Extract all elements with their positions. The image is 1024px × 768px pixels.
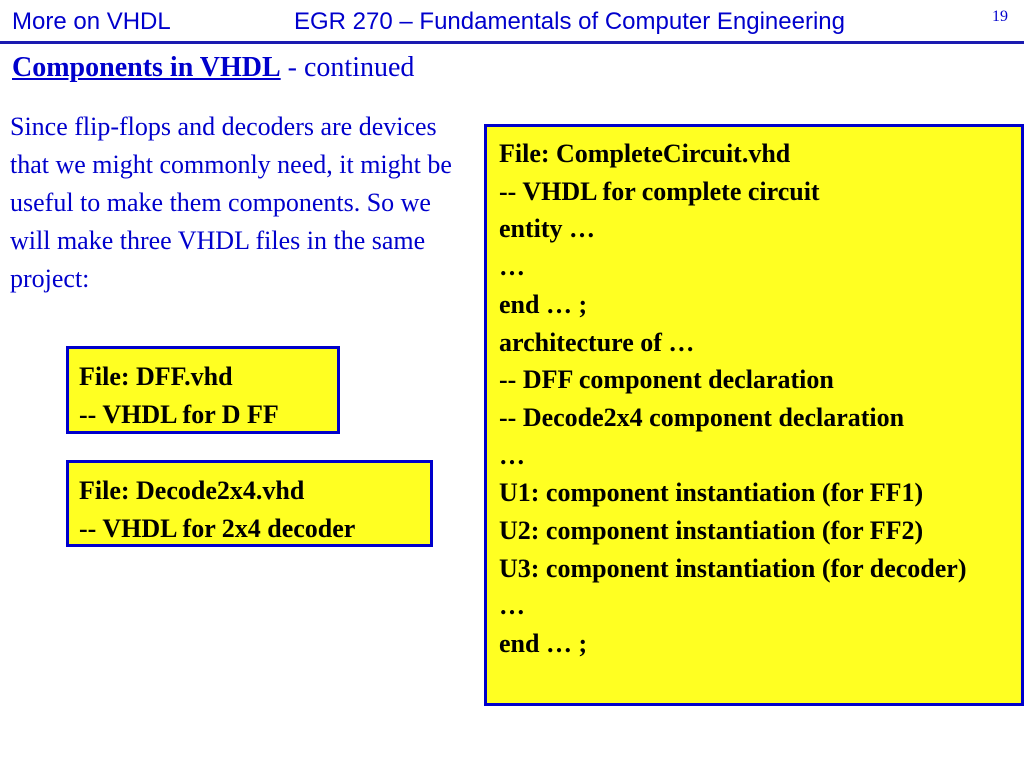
dff-file-line: File: DFF.vhd (79, 362, 233, 391)
decoder-comment-line: -- VHDL for 2x4 decoder (79, 513, 356, 543)
code-line: end … ; (499, 289, 588, 319)
slide-title-main: Components in VHDL (12, 52, 281, 83)
code-line: File: CompleteCircuit.vhd (499, 139, 791, 168)
code-line: … (499, 440, 525, 470)
complete-circuit-box: File: CompleteCircuit.vhd -- VHDL for co… (484, 124, 1024, 706)
code-line: end … ; (499, 629, 588, 659)
header-left-title: More on VHDL (12, 8, 171, 35)
code-line: U3: component instantiation (for decoder… (499, 553, 967, 583)
code-line: -- Decode2x4 component declaration (499, 402, 905, 432)
dff-comment-line: -- VHDL for D FF (79, 399, 279, 429)
header-divider (0, 41, 1024, 44)
slide-title: Components in VHDL - continued (12, 52, 414, 84)
code-line: entity … (499, 214, 596, 244)
code-line: -- DFF component declaration (499, 365, 834, 395)
dff-file-box: File: DFF.vhd -- VHDL for D FF (66, 346, 340, 434)
code-line: U1: component instantiation (for FF1) (499, 478, 924, 508)
code-line: … (499, 591, 525, 621)
page-number: 19 (992, 8, 1008, 25)
code-line: -- VHDL for complete circuit (499, 176, 820, 206)
header-course-title: EGR 270 – Fundamentals of Computer Engin… (294, 8, 845, 35)
decoder-file-box: File: Decode2x4.vhd -- VHDL for 2x4 deco… (66, 460, 433, 547)
code-line: … (499, 252, 525, 282)
code-line: architecture of … (499, 327, 695, 357)
decoder-file-line: File: Decode2x4.vhd (79, 476, 305, 505)
code-line: U2: component instantiation (for FF2) (499, 516, 924, 546)
intro-paragraph: Since flip-flops and decoders are device… (10, 112, 452, 293)
slide-title-suffix: - continued (280, 52, 415, 83)
